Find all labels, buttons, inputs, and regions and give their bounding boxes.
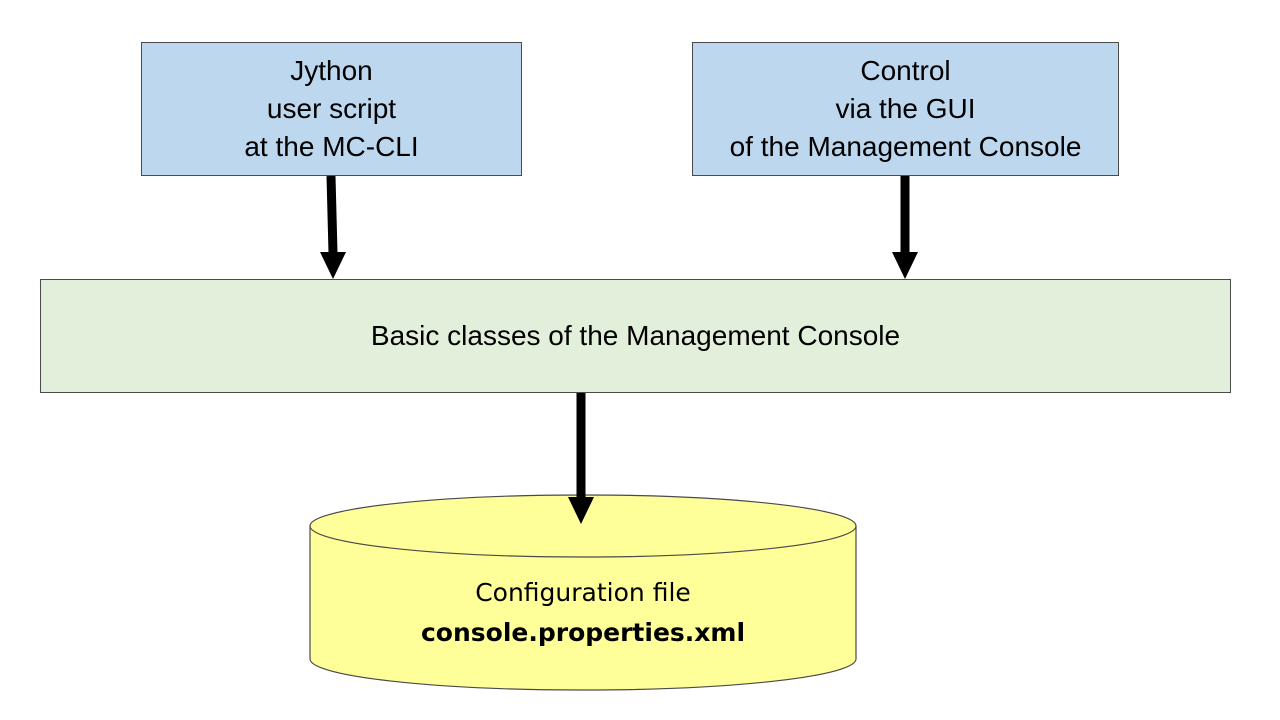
basic-classes-label: Basic classes of the Management Console	[370, 320, 901, 351]
gui-line-3: of the Management Console	[729, 131, 1082, 162]
jython-user-script-box: Jython user script at the MC-CLI	[141, 42, 522, 176]
config-file-label: Configuration file	[475, 578, 691, 607]
cylinder-body	[309, 526, 857, 691]
jython-line-3: at the MC-CLI	[244, 131, 419, 162]
jython-line-2: user script	[266, 93, 397, 124]
gui-line-1: Control	[860, 55, 951, 86]
config-file-name: console.properties.xml	[420, 618, 746, 647]
arrow-basic-to-config	[568, 393, 594, 524]
arrow-gui-to-basic	[892, 176, 918, 279]
arrow-jython-to-basic	[320, 175, 346, 279]
gui-line-2: via the GUI	[835, 93, 976, 124]
gui-control-box: Control via the GUI of the Management Co…	[692, 42, 1119, 176]
cylinder-top	[309, 494, 857, 558]
jython-line-1: Jython	[290, 55, 373, 86]
basic-classes-box: Basic classes of the Management Console	[40, 279, 1231, 393]
